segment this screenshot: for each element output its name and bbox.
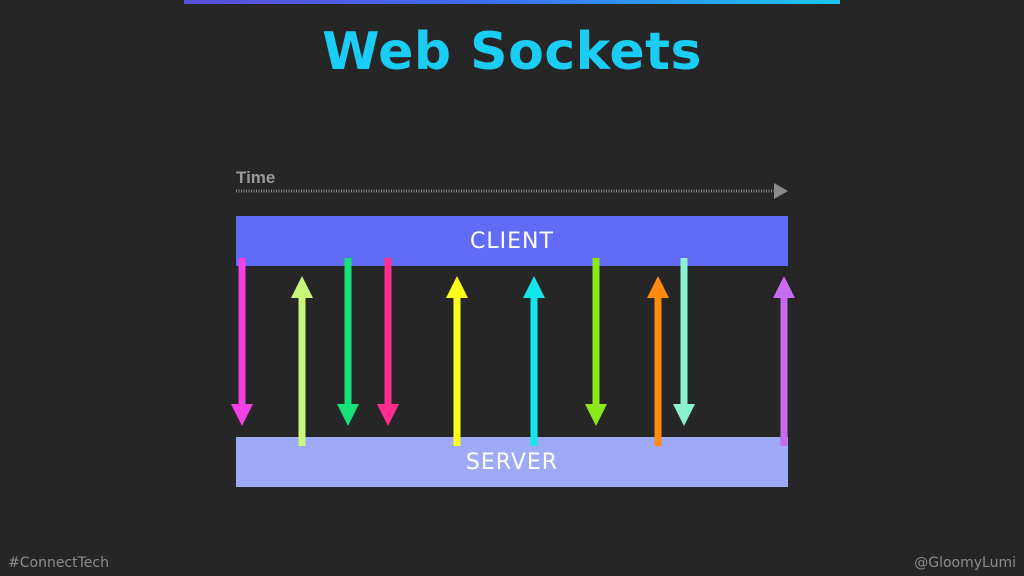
slide-title: Web Sockets (322, 22, 702, 82)
message-arrow-up (773, 276, 795, 446)
arrowhead (585, 404, 607, 426)
arrow-shaft (592, 258, 600, 406)
arrow-shaft (780, 296, 788, 446)
footer-handle: @GloomyLumi (914, 555, 1016, 571)
client-label: CLIENT (470, 228, 554, 254)
arrow-shaft (453, 296, 461, 446)
server-bar: SERVER (236, 437, 788, 487)
arrow-shaft (530, 296, 538, 446)
arrowhead (377, 404, 399, 426)
arrowhead (446, 276, 468, 298)
message-arrow-up (647, 276, 669, 446)
arrowhead (647, 276, 669, 298)
message-arrow-up (446, 276, 468, 446)
arrow-shaft (680, 258, 688, 406)
arrow-shaft (298, 296, 306, 446)
message-arrow-down (337, 258, 359, 426)
message-arrow-down (585, 258, 607, 426)
time-axis-arrowhead (774, 183, 788, 199)
arrowhead (523, 276, 545, 298)
message-arrow-up (523, 276, 545, 446)
footer-hashtag: #ConnectTech (8, 555, 109, 571)
arrowhead (337, 404, 359, 426)
arrowhead (231, 404, 253, 426)
message-arrow-down (377, 258, 399, 426)
message-arrow-down (231, 258, 253, 426)
arrow-shaft (238, 258, 246, 406)
arrow-shaft (654, 296, 662, 446)
arrow-shaft (384, 258, 392, 406)
arrowhead (773, 276, 795, 298)
client-bar: CLIENT (236, 216, 788, 266)
arrowhead (673, 404, 695, 426)
arrow-shaft (344, 258, 352, 406)
message-arrow-down (673, 258, 695, 426)
message-arrow-up (291, 276, 313, 446)
time-axis-label: Time (236, 168, 276, 187)
server-label: SERVER (465, 449, 559, 475)
top-accent-bar (184, 0, 840, 4)
arrowhead (291, 276, 313, 298)
